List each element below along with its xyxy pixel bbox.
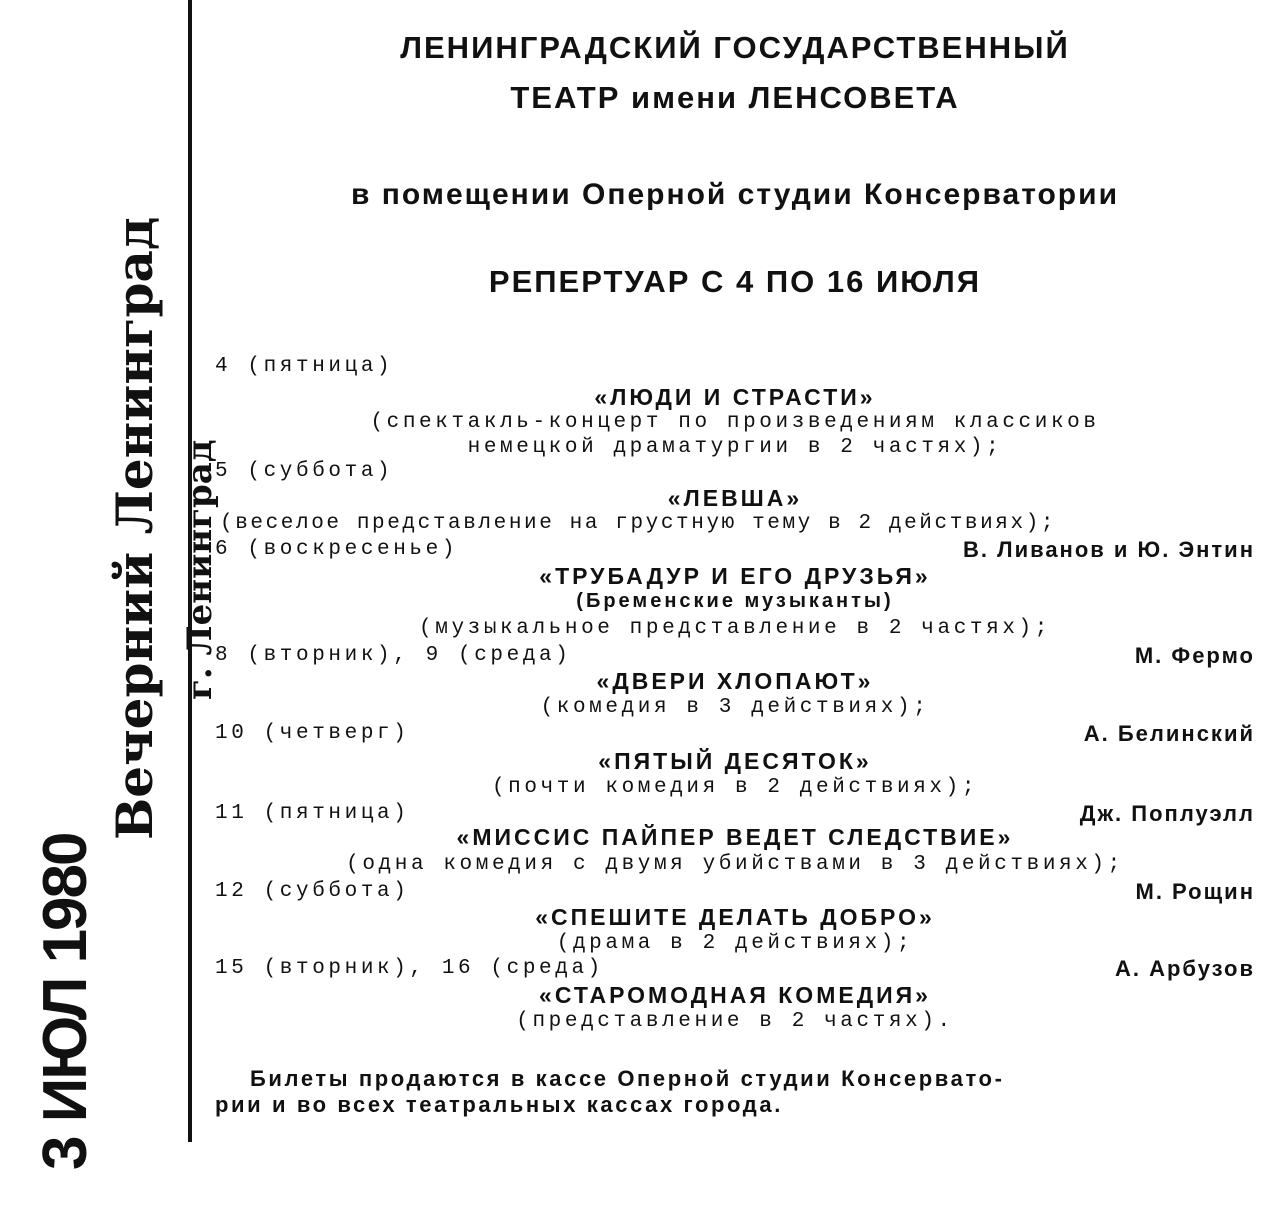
show-desc: (драма в 2 действиях); <box>556 932 914 955</box>
show-title: «СПЕШИТЕ ДЕЛАТЬ ДОБРО» <box>535 904 935 930</box>
show-desc: (почти комедия в 2 действиях); <box>491 776 979 799</box>
show-desc: (представление в 2 частях). <box>516 1010 954 1033</box>
show-date: 12 (суббота) <box>215 880 410 903</box>
theater-name-line1: ЛЕНИНГРАДСКИЙ ГОСУДАРСТВЕННЫЙ <box>400 30 1070 65</box>
show-date: 15 (вторник), 16 (среда) <box>215 957 604 980</box>
show-desc: немецкой драматургии в 2 частях); <box>467 436 1003 459</box>
show-title: «ЛЕВША» <box>667 485 803 511</box>
show-author: А. Арбузов <box>1114 956 1255 981</box>
show-date: 11 (пятница) <box>215 802 410 825</box>
show-desc: (музыкальное представление в 2 частях); <box>419 617 1051 640</box>
show-title: «ПЯТЫЙ ДЕСЯТОК» <box>598 748 872 774</box>
show-author: М. Фермо <box>1134 643 1255 668</box>
show-date: 4 (пятница) <box>215 355 394 378</box>
show-author: М. Рощин <box>1135 879 1255 904</box>
show-author: В. Ливанов и Ю. Энтин <box>963 537 1255 562</box>
show-date: 5 (суббота) <box>215 460 394 483</box>
show-date: 6 (воскресенье) <box>215 538 459 561</box>
show-title: «ЛЮДИ И СТРАСТИ» <box>594 384 876 410</box>
column-divider <box>188 0 192 1142</box>
show-desc: (спектакль-концерт по произведениям клас… <box>370 411 1100 434</box>
show-title: «ДВЕРИ ХЛОПАЮТ» <box>596 668 874 694</box>
theater-name-line2: ТЕАТР имени ЛЕНСОВЕТА <box>510 80 960 115</box>
city-name: г. Ленинград <box>180 439 220 701</box>
show-title: «МИССИС ПАЙПЕР ВЕДЕТ СЛЕДСТВИЕ» <box>456 824 1014 850</box>
show-desc: (комедия в 3 действиях); <box>540 696 930 719</box>
ticket-note: Билеты продаются в кассе Оперной студии … <box>250 1066 1005 1091</box>
date-stamp: 3 ИЮЛ 1980 <box>31 833 100 1171</box>
show-title: «СТАРОМОДНАЯ КОМЕДИЯ» <box>539 982 931 1008</box>
repertoire-heading: РЕПЕРТУАР С 4 ПО 16 ИЮЛЯ <box>488 264 982 299</box>
show-desc: (веселое представление на грустную тему … <box>220 512 1057 535</box>
show-author: А. Белинский <box>1083 721 1255 746</box>
show-desc: (одна комедия с двумя убийствами в 3 дей… <box>346 853 1124 876</box>
ticket-note: рии и во всех театральных кассах города. <box>215 1092 783 1117</box>
show-date: 8 (вторник), 9 (среда) <box>215 644 572 667</box>
show-title: «ТРУБАДУР И ЕГО ДРУЗЬЯ» <box>539 563 931 589</box>
show-subtitle: (Бременские музыканты) <box>576 590 894 612</box>
newspaper-name: Вечерний Ленинград <box>105 216 164 840</box>
show-date: 10 (четверг) <box>215 722 410 745</box>
show-author: Дж. Поплуэлл <box>1079 801 1255 826</box>
venue: в помещении Оперной студии Консерватории <box>350 178 1120 211</box>
